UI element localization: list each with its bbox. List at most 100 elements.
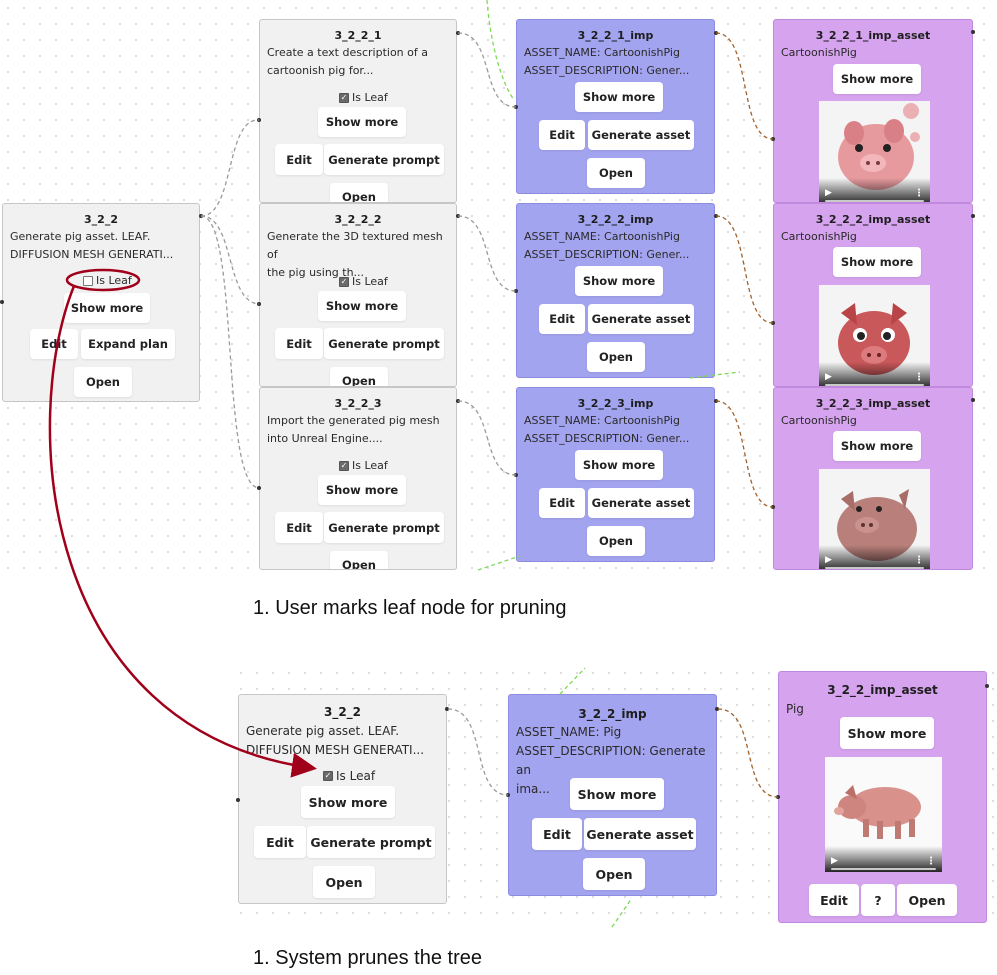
- show-more-button[interactable]: Show more: [575, 450, 663, 480]
- video-progress-bar[interactable]: [825, 200, 924, 202]
- is-leaf-checkbox[interactable]: ✓Is Leaf: [339, 91, 388, 104]
- asset-video-player[interactable]: ▶ ⋮: [819, 469, 930, 569]
- imp-right-handle[interactable]: [714, 214, 718, 218]
- open-button[interactable]: Open: [74, 367, 132, 397]
- checkbox-checked-icon[interactable]: ✓: [339, 276, 349, 287]
- help-button[interactable]: ?: [861, 884, 895, 916]
- video-progress-bar[interactable]: [831, 868, 936, 870]
- task-node-3-2-2-1[interactable]: 3_2_2_1 Create a text description of a c…: [259, 19, 457, 203]
- generate-prompt-button[interactable]: Generate prompt: [324, 512, 444, 543]
- more-options-icon[interactable]: ⋮: [914, 188, 924, 199]
- checkbox-checked-icon[interactable]: ✓: [339, 92, 349, 103]
- edit-button[interactable]: Edit: [809, 884, 859, 916]
- open-button[interactable]: Open: [587, 526, 645, 556]
- is-leaf-checkbox[interactable]: ✓Is Leaf: [339, 275, 388, 288]
- expand-plan-button[interactable]: Expand plan: [81, 329, 175, 359]
- checkbox-checked-icon[interactable]: ✓: [323, 771, 333, 781]
- play-icon[interactable]: ▶: [831, 856, 838, 866]
- root-node-3-2-2[interactable]: 3_2_2 Generate pig asset. LEAF. DIFFUSIO…: [2, 203, 200, 402]
- task-right-handle[interactable]: [456, 214, 460, 218]
- play-icon[interactable]: ▶: [825, 372, 832, 382]
- asset-node-3-2-2-3[interactable]: 3_2_2_3_imp_asset CartoonishPig Show mor…: [773, 387, 973, 570]
- more-options-icon[interactable]: ⋮: [914, 555, 924, 566]
- open-button[interactable]: Open: [330, 367, 388, 386]
- generate-asset-button[interactable]: Generate asset: [588, 120, 694, 150]
- asset-left-handle[interactable]: [771, 321, 775, 325]
- root-left-handle[interactable]: [236, 798, 240, 802]
- imp-left-handle[interactable]: [514, 289, 518, 293]
- edit-button[interactable]: Edit: [275, 328, 323, 359]
- checkbox-checked-icon[interactable]: ✓: [339, 460, 349, 471]
- root-right-handle[interactable]: [445, 707, 449, 711]
- is-leaf-checkbox[interactable]: ✓Is Leaf: [339, 459, 388, 472]
- show-more-button[interactable]: Show more: [318, 291, 406, 321]
- show-more-button[interactable]: Show more: [840, 717, 934, 749]
- show-more-button[interactable]: Show more: [833, 431, 921, 461]
- root-node-3-2-2-pruned[interactable]: 3_2_2 Generate pig asset. LEAF. DIFFUSIO…: [238, 694, 447, 904]
- generate-prompt-button[interactable]: Generate prompt: [307, 826, 435, 858]
- edit-button[interactable]: Edit: [30, 329, 78, 359]
- video-progress-bar[interactable]: [825, 567, 924, 569]
- imp-right-handle[interactable]: [715, 707, 719, 711]
- play-icon[interactable]: ▶: [825, 188, 832, 198]
- asset-right-handle[interactable]: [985, 684, 989, 688]
- task-left-handle[interactable]: [257, 118, 261, 122]
- task-left-handle[interactable]: [257, 302, 261, 306]
- asset-node-3-2-2-1[interactable]: 3_2_2_1_imp_asset CartoonishPig Show mor…: [773, 19, 973, 203]
- video-progress-bar[interactable]: [825, 384, 924, 386]
- open-button[interactable]: Open: [330, 551, 388, 569]
- imp-left-handle[interactable]: [514, 473, 518, 477]
- open-button[interactable]: Open: [313, 866, 375, 898]
- task-right-handle[interactable]: [456, 31, 460, 35]
- imp-node-3-2-2[interactable]: 3_2_2_imp ASSET_NAME: Pig ASSET_DESCRIPT…: [508, 694, 717, 896]
- open-button[interactable]: Open: [330, 183, 388, 202]
- imp-right-handle[interactable]: [714, 31, 718, 35]
- open-button[interactable]: Open: [583, 858, 645, 890]
- generate-prompt-button[interactable]: Generate prompt: [324, 144, 444, 175]
- task-right-handle[interactable]: [456, 399, 460, 403]
- is-leaf-checkbox[interactable]: Is Leaf: [83, 274, 132, 287]
- show-more-button[interactable]: Show more: [301, 786, 395, 818]
- edit-button[interactable]: Edit: [539, 304, 585, 334]
- checkbox-unchecked-icon[interactable]: [83, 275, 93, 286]
- imp-right-handle[interactable]: [714, 399, 718, 403]
- asset-right-handle[interactable]: [971, 214, 975, 218]
- open-button[interactable]: Open: [587, 342, 645, 372]
- task-node-3-2-2-2[interactable]: 3_2_2_2 Generate the 3D textured mesh of…: [259, 203, 457, 387]
- asset-node-3-2-2-imp[interactable]: 3_2_2_imp_asset Pig Show more ▶ ⋮ Edit ?…: [778, 671, 987, 923]
- imp-left-handle[interactable]: [514, 105, 518, 109]
- generate-asset-button[interactable]: Generate asset: [588, 488, 694, 518]
- asset-left-handle[interactable]: [771, 505, 775, 509]
- show-more-button[interactable]: Show more: [318, 475, 406, 505]
- edit-button[interactable]: Edit: [532, 818, 582, 850]
- imp-node-3-2-2-2[interactable]: 3_2_2_2_imp ASSET_NAME: CartoonishPig AS…: [516, 203, 715, 378]
- edit-button[interactable]: Edit: [254, 826, 306, 858]
- more-options-icon[interactable]: ⋮: [914, 372, 924, 383]
- asset-left-handle[interactable]: [771, 137, 775, 141]
- edit-button[interactable]: Edit: [539, 120, 585, 150]
- root-left-handle[interactable]: [0, 300, 4, 304]
- asset-right-handle[interactable]: [971, 30, 975, 34]
- asset-left-handle[interactable]: [776, 795, 780, 799]
- is-leaf-checkbox[interactable]: ✓Is Leaf: [323, 769, 375, 783]
- asset-right-handle[interactable]: [971, 398, 975, 402]
- edit-button[interactable]: Edit: [275, 144, 323, 175]
- task-left-handle[interactable]: [257, 486, 261, 490]
- asset-video-player[interactable]: ▶ ⋮: [819, 101, 930, 202]
- asset-video-player[interactable]: ▶ ⋮: [819, 285, 930, 386]
- task-node-3-2-2-3[interactable]: 3_2_2_3 Import the generated pig mesh in…: [259, 387, 457, 570]
- open-button[interactable]: Open: [897, 884, 957, 916]
- edit-button[interactable]: Edit: [539, 488, 585, 518]
- imp-node-3-2-2-3[interactable]: 3_2_2_3_imp ASSET_NAME: CartoonishPig AS…: [516, 387, 715, 562]
- edit-button[interactable]: Edit: [275, 512, 323, 543]
- show-more-button[interactable]: Show more: [64, 293, 150, 323]
- imp-left-handle[interactable]: [506, 793, 510, 797]
- imp-node-3-2-2-1[interactable]: 3_2_2_1_imp ASSET_NAME: CartoonishPig AS…: [516, 19, 715, 194]
- show-more-button[interactable]: Show more: [575, 266, 663, 296]
- asset-video-player[interactable]: ▶ ⋮: [825, 757, 942, 872]
- more-options-icon[interactable]: ⋮: [926, 856, 936, 867]
- root-right-handle[interactable]: [199, 214, 203, 218]
- generate-asset-button[interactable]: Generate asset: [588, 304, 694, 334]
- generate-prompt-button[interactable]: Generate prompt: [324, 328, 444, 359]
- generate-asset-button[interactable]: Generate asset: [584, 818, 696, 850]
